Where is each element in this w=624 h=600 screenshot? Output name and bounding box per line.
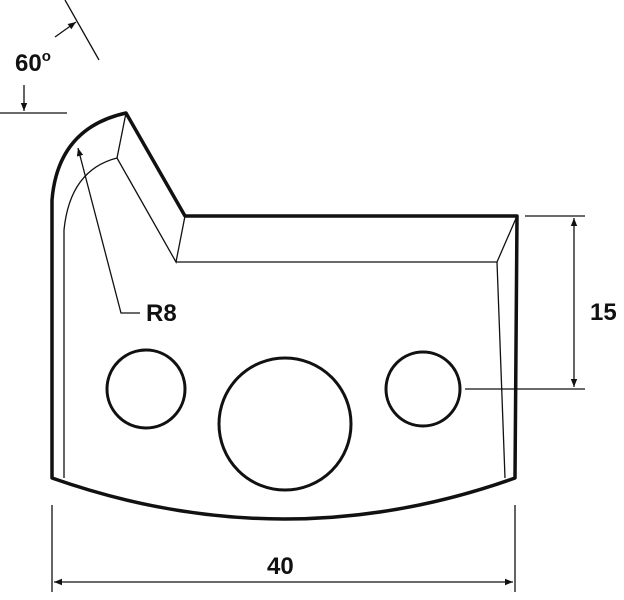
dimension-angle [0, 0, 100, 114]
dimension-height [465, 215, 585, 390]
height-label: 15 [590, 299, 617, 326]
hole-left [105, 348, 187, 430]
cutter-outline [50, 111, 519, 521]
radius-label: R8 [146, 300, 177, 327]
width-label: 40 [267, 553, 294, 580]
radius-leader [76, 147, 140, 314]
bevel-lines [63, 112, 518, 479]
dimension-width [51, 505, 516, 592]
hole-right [384, 350, 462, 428]
angle-label: 60o [15, 48, 51, 77]
hole-center [217, 356, 353, 492]
